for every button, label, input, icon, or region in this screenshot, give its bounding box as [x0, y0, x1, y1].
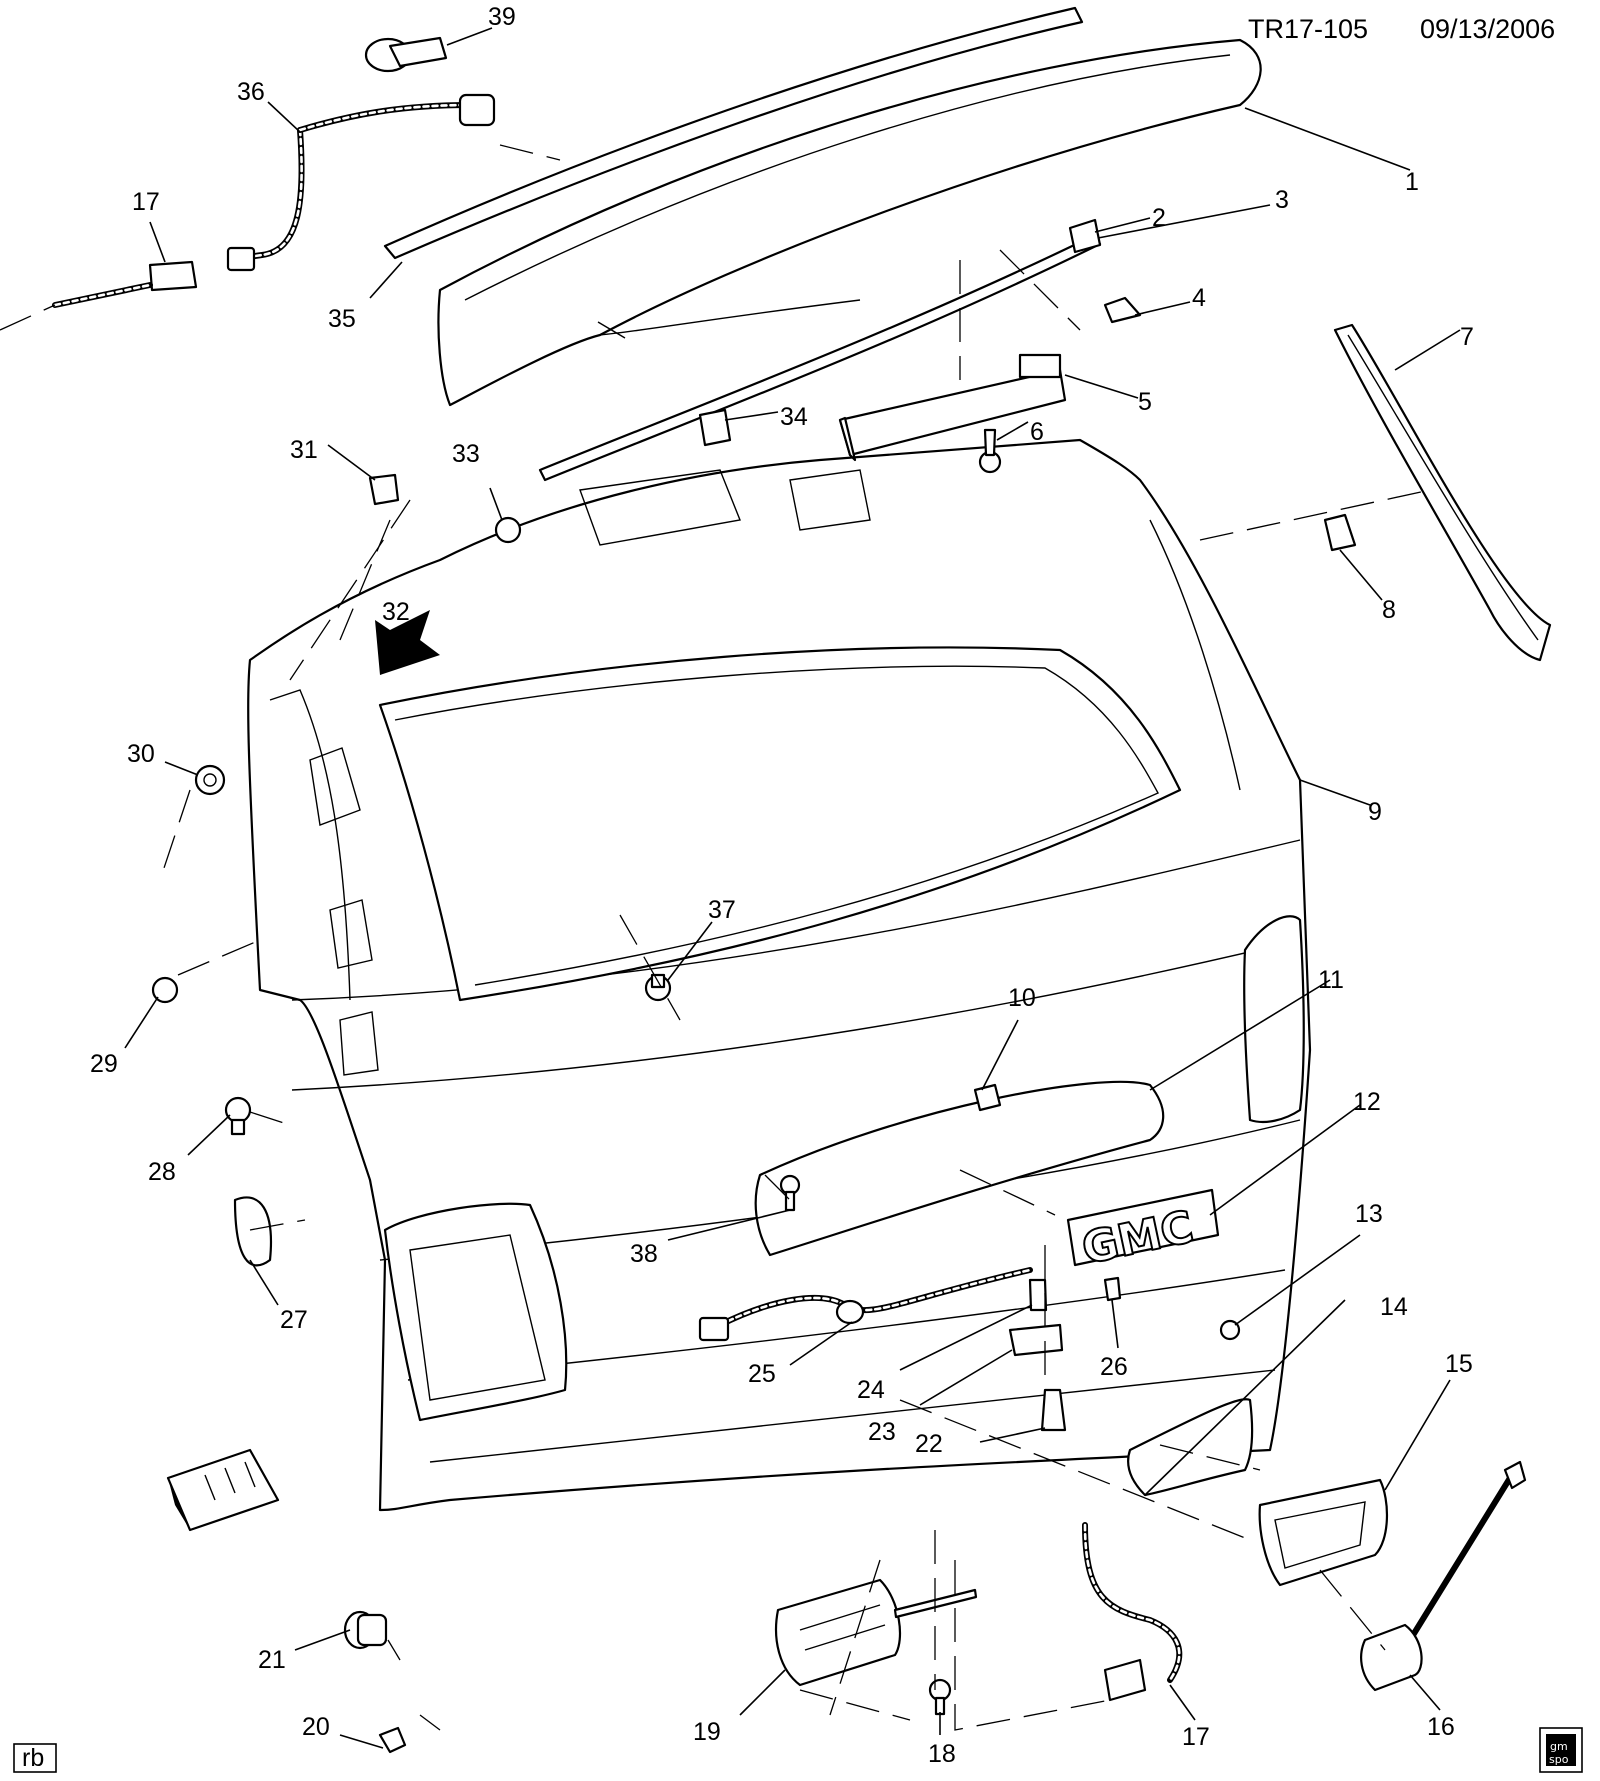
callout: 8 [1382, 596, 1396, 624]
callout: 5 [1138, 388, 1152, 416]
callout: 23 [868, 1418, 896, 1446]
molding-strip-35 [383, 6, 1084, 260]
header-date: 09/13/2006 [1420, 14, 1555, 44]
callout: 20 [302, 1713, 330, 1741]
callout: 11 [1318, 966, 1344, 994]
rear-window-glass [378, 646, 1182, 1002]
callout: 10 [1008, 984, 1036, 1012]
pivot-23 [1008, 1323, 1064, 1357]
switch-16 [1360, 1460, 1527, 1692]
alignment-lines [0, 144, 1431, 1731]
callout: 4 [1192, 284, 1206, 312]
stud-28 [224, 1096, 252, 1136]
bumper-30 [194, 764, 226, 796]
latch-19 [774, 1578, 978, 1687]
callout: 27 [280, 1306, 308, 1334]
callout: 12 [1353, 1088, 1381, 1116]
callout: 17 [1182, 1723, 1210, 1751]
callout: 26 [1100, 1353, 1128, 1381]
callout: 13 [1355, 1200, 1383, 1228]
front-direction-arrow-icon [166, 1448, 280, 1532]
callout: 3 [1275, 186, 1289, 214]
clip-10 [973, 1083, 1002, 1112]
callout: 37 [708, 896, 736, 924]
callout: 22 [915, 1430, 943, 1458]
clip-26 [1103, 1276, 1122, 1302]
callout: 7 [1460, 323, 1474, 351]
callout: 15 [1445, 1350, 1473, 1378]
grommet-33 [494, 516, 522, 544]
callout: 25 [748, 1360, 776, 1388]
callout: 19 [693, 1718, 721, 1746]
callout: 14 [1380, 1293, 1408, 1321]
left-lamp-opening [383, 1202, 568, 1422]
nut-4 [1103, 296, 1142, 324]
solid-arrow-32 [375, 610, 440, 675]
callout: 35 [328, 305, 356, 333]
bumper-21 [343, 1610, 388, 1650]
clip-31 [368, 473, 400, 506]
harness-17-lower [1082, 1522, 1183, 1702]
header-code: TR17-105 [1248, 14, 1368, 44]
callout: 2 [1152, 204, 1166, 232]
bumper-22 [1040, 1388, 1067, 1432]
screw-6 [978, 428, 1002, 474]
callout: 36 [237, 78, 265, 106]
lamp-housing-14 [1127, 1398, 1254, 1497]
callout: 33 [452, 440, 480, 468]
svg-text:spo: spo [1549, 1753, 1569, 1766]
screw-13 [1219, 1319, 1241, 1341]
side-trim-7 [1333, 323, 1552, 662]
callout: 21 [258, 1646, 286, 1674]
spoiler-1 [437, 38, 1262, 407]
corner-tag-text: rb [22, 1744, 44, 1772]
callout: 38 [630, 1240, 658, 1268]
clip-2 [1068, 218, 1102, 254]
right-lamp-opening [1243, 915, 1305, 1124]
callout: 6 [1030, 418, 1044, 446]
bracket-27 [233, 1196, 272, 1267]
callout: 28 [148, 1158, 176, 1186]
leader-lines [124, 27, 1461, 1749]
callout: 18 [928, 1740, 956, 1768]
grommet-37 [644, 973, 672, 1002]
gm-spo-logo-icon: gm spo [1539, 1727, 1583, 1773]
callout: 17 [132, 188, 160, 216]
callout: 31 [290, 436, 318, 464]
grommet-39 [364, 36, 448, 73]
callout: 30 [127, 740, 155, 768]
callout: 16 [1427, 1713, 1455, 1741]
callout: 39 [488, 3, 516, 31]
handle-15 [1258, 1478, 1388, 1587]
svg-text:gm: gm [1550, 1740, 1568, 1753]
corner-tag: rb [13, 1743, 57, 1773]
stoplamp-5 [838, 353, 1067, 462]
callout: 24 [857, 1376, 885, 1404]
callout: 34 [780, 403, 808, 431]
clip-20 [378, 1726, 407, 1754]
clip-8 [1323, 513, 1357, 552]
clip-34 [698, 408, 732, 447]
bushing-24 [1028, 1278, 1048, 1312]
callout-labels: 1 2 3 4 5 6 7 8 9 10 11 12 13 14 15 16 1… [90, 3, 1474, 1768]
callout: 32 [382, 598, 410, 626]
screw-18 [928, 1678, 952, 1716]
callout: 1 [1405, 168, 1419, 196]
harness-36 [52, 93, 496, 308]
callout: 29 [90, 1050, 118, 1078]
grommet-29 [151, 976, 179, 1004]
callout: 9 [1368, 798, 1382, 826]
harness-25 [698, 1267, 1033, 1342]
